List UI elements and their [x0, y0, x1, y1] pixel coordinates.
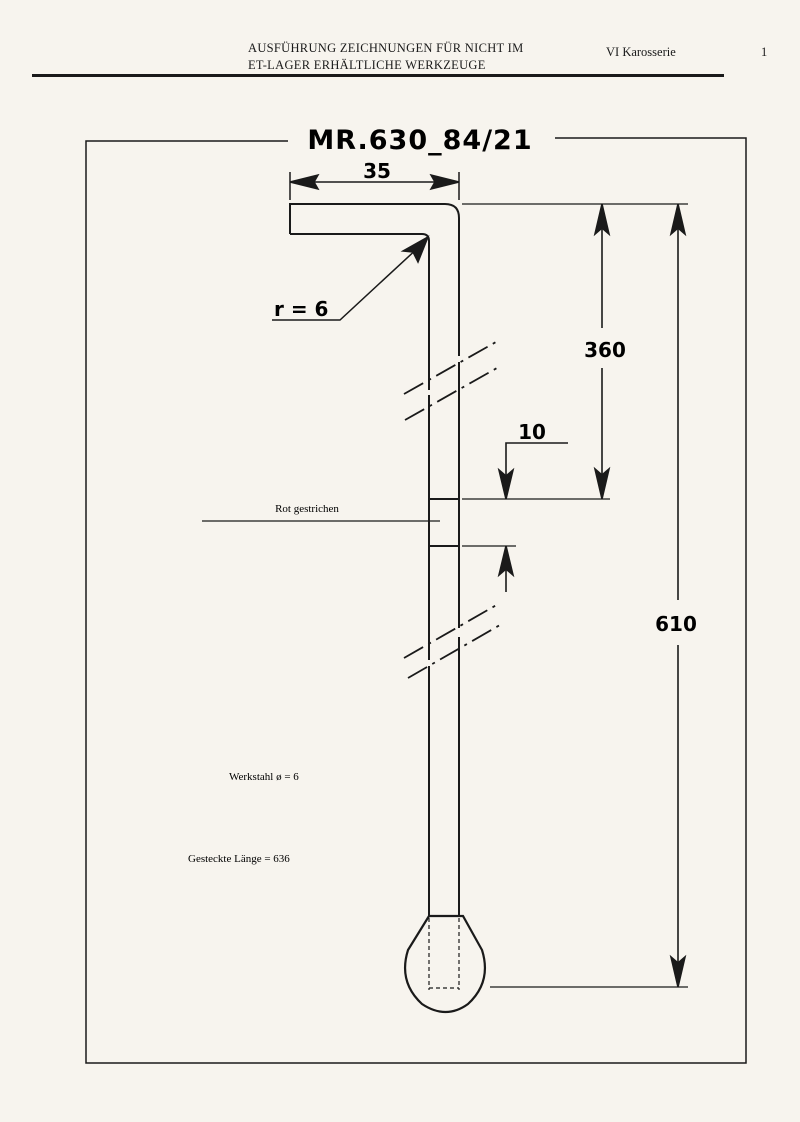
material-note: Werkstahl ø = 6	[229, 771, 299, 783]
header-divider	[32, 74, 724, 77]
drawing-frame	[85, 137, 747, 1064]
header-section: VI Karosserie	[606, 45, 676, 59]
dim-width-label: 35	[363, 159, 391, 183]
dim-radius-leader	[272, 235, 430, 321]
dim-radius-label: r = 6	[274, 297, 328, 321]
length-note: Gesteckte Länge = 636	[188, 853, 290, 865]
header-title-line2: ET-LAGER ERHÄLTLICHE WERKZEUGE	[248, 58, 486, 72]
dim-width-35	[289, 172, 460, 200]
dim-total-length-610	[669, 203, 687, 988]
dim-mark-width-label: 10	[518, 420, 546, 444]
dim-mark-position-label: 360	[584, 338, 626, 362]
paint-note: Rot gestrichen	[275, 503, 339, 515]
handle-knob	[404, 914, 486, 1014]
dim-mark-width-10	[497, 442, 568, 592]
tool-rod	[289, 203, 460, 916]
dim-mark-position-360	[593, 203, 611, 500]
extension-lines	[462, 203, 688, 988]
part-number: MR.630_84/21	[307, 125, 532, 156]
page-number: 1	[761, 45, 768, 59]
header-title-line1: AUSFÜHRUNG ZEICHNUNGEN FÜR NICHT IM	[248, 41, 524, 55]
header-title: AUSFÜHRUNG ZEICHNUNGEN FÜR NICHT IM ET-L…	[248, 40, 524, 74]
dim-total-length-label: 610	[655, 612, 697, 636]
break-lines	[403, 341, 501, 679]
